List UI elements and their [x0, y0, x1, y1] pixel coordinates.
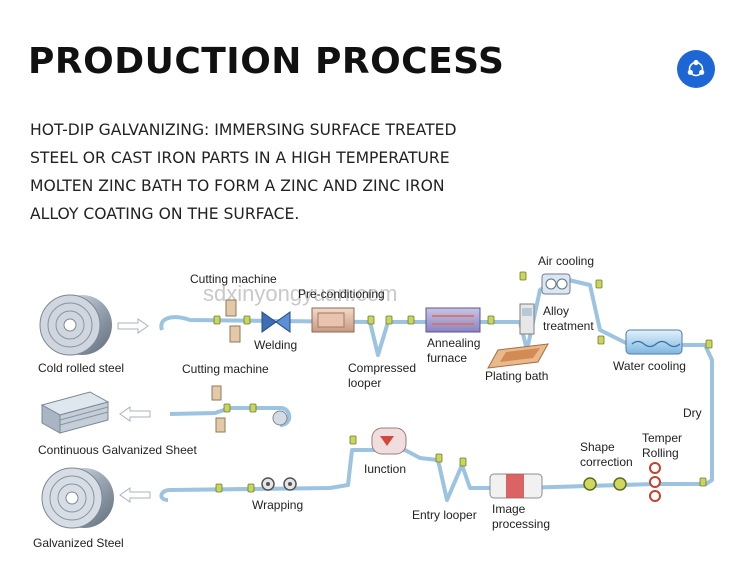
roller-joints — [213, 271, 713, 493]
cold-rolled-coil-icon — [39, 294, 112, 356]
shape-label-2: correction — [580, 455, 633, 469]
annealing-furnace-icon — [425, 307, 481, 333]
wrapping-icon — [261, 477, 297, 491]
steel-strip-path — [159, 276, 714, 502]
process-description: HOT-DIP GALVANIZING: IMMERSING SURFACE T… — [30, 116, 500, 228]
galvanized-coil-icon — [41, 467, 114, 529]
flow-arrows — [117, 318, 151, 503]
temper-label-2: Rolling — [642, 446, 679, 460]
alloy-label-2: treatment — [543, 319, 594, 333]
alloy-treatment-icon — [519, 303, 535, 335]
plating-bath-label: Plating bath — [485, 369, 548, 383]
continuous-sheet-label: Continuous Galvanized Sheet — [38, 443, 197, 457]
air-cooling-label: Air cooling — [538, 254, 594, 268]
description-line: MOLTEN ZINC BATH TO FORM A ZINC AND ZINC… — [30, 177, 445, 195]
description-line: STEEL OR CAST IRON PARTS IN A HIGH TEMPE… — [30, 149, 450, 167]
annealing-label-1: Annealing — [427, 336, 480, 350]
dry-label: Dry — [683, 406, 702, 420]
cutting-machine-top-label: Cutting machine — [190, 272, 277, 286]
cutting-machine-mid-icon — [211, 385, 288, 433]
shape-correction-icon — [583, 477, 627, 491]
temper-label-1: Temper — [642, 431, 682, 445]
compressed-looper-label-1: Compressed — [348, 361, 416, 375]
water-cooling-label: Water cooling — [613, 359, 686, 373]
wrapping-label: Wrapping — [252, 498, 303, 512]
image-label-2: processing — [492, 517, 550, 531]
compressed-looper-label-2: looper — [348, 376, 381, 390]
plating-bath-icon — [487, 343, 549, 369]
welding-label: Welding — [254, 338, 297, 352]
image-processing-icon — [489, 473, 543, 499]
water-cooling-icon — [625, 329, 683, 355]
galvanized-steel-label: Galvanized Steel — [33, 536, 124, 550]
annealing-label-2: furnace — [427, 351, 467, 365]
entry-looper-label: Entry looper — [412, 508, 477, 522]
sheet-stack-icon — [40, 391, 110, 434]
temper-rolling-icon — [649, 462, 661, 502]
pre-conditioning-icon — [311, 307, 355, 333]
cutting-strip — [169, 406, 292, 427]
description-line: HOT-DIP GALVANIZING: IMMERSING SURFACE T… — [30, 121, 457, 139]
pre-conditioning-label: Pre-conditioning — [298, 287, 385, 301]
image-label-1: Image — [492, 502, 526, 516]
junction-icon — [371, 427, 407, 455]
cutting-machine-top-icon — [225, 299, 241, 343]
cold-rolled-label: Cold rolled steel — [38, 361, 124, 375]
junction-label: Iunction — [364, 462, 406, 476]
air-cooling-icon — [541, 273, 571, 295]
share-icon — [687, 59, 705, 77]
share-button[interactable] — [677, 50, 715, 88]
alloy-label-1: Alloy — [543, 304, 569, 318]
welding-icon — [261, 311, 291, 333]
cutting-machine-mid-label: Cutting machine — [182, 362, 269, 376]
description-line: ALLOY COATING ON THE SURFACE. — [30, 205, 300, 223]
shape-label-1: Shape — [580, 440, 615, 454]
page-title: PRODUCTION PROCESS — [28, 41, 505, 82]
